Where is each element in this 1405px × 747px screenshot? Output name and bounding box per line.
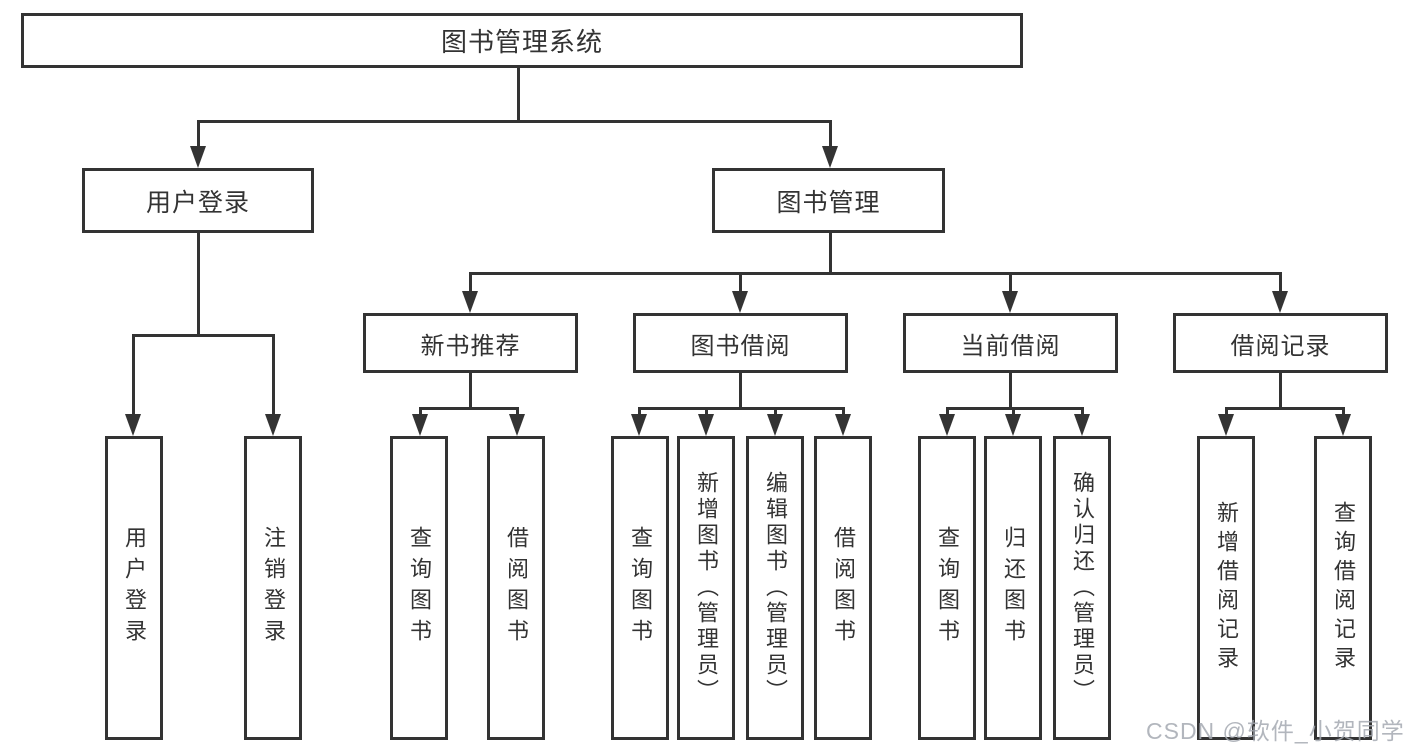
connector-to-leaf-borrow-books [842, 407, 845, 417]
connector-book-borrow-stub [739, 373, 742, 409]
csdn-watermark: CSDN @软件_小贺同学 [1146, 718, 1405, 744]
connector-new-book-stub [469, 373, 472, 409]
connector-borrow-records-hline [1225, 407, 1345, 410]
node-root-label: 图书管理系统 [440, 27, 603, 57]
arrow-to-leaf-query-record [1335, 414, 1351, 436]
arrow-to-leaf-confirm-return [1074, 414, 1090, 436]
connector-new-book-hline [419, 407, 519, 410]
connector-level2-hline [198, 120, 832, 123]
connector-level3-hline [470, 272, 1282, 275]
node-current-borrowing-label: 当前借阅 [960, 332, 1061, 360]
leaf-edit-book-admin: 编辑图书（管理员） [746, 436, 804, 740]
connector-book-management-stub [829, 233, 832, 274]
connector-current-borrow-stub [1009, 373, 1012, 409]
arrow-to-leaf-add-book [698, 414, 714, 436]
connector-to-user-login [197, 120, 200, 148]
arrow-to-borrow-records [1272, 291, 1288, 313]
leaf-borrow-books-recommend-label: 借阅图书 [504, 526, 529, 650]
leaf-confirm-return-admin-label: 确认归还（管理员） [1070, 471, 1095, 705]
leaf-borrow-books: 借阅图书 [814, 436, 872, 740]
connector-to-new-book-recommend [469, 272, 472, 294]
arrow-to-leaf-query-recommend [412, 414, 428, 436]
leaf-query-books-borrow: 查询图书 [611, 436, 669, 740]
leaf-query-borrow-record-label: 查询借阅记录 [1331, 501, 1356, 675]
arrow-to-book-management [822, 146, 838, 168]
leaf-borrow-books-recommend: 借阅图书 [487, 436, 545, 740]
arrow-to-user-login [190, 146, 206, 168]
leaf-return-books-label: 归还图书 [1001, 526, 1026, 650]
leaf-add-book-admin-label: 新增图书（管理员） [694, 471, 719, 705]
arrow-to-current-borrowing [1002, 291, 1018, 313]
connector-to-leaf-add-book [705, 407, 708, 417]
leaf-query-books-recommend-label: 查询图书 [407, 526, 432, 650]
connector-to-borrow-records [1279, 272, 1282, 294]
connector-to-book-management [829, 120, 832, 148]
arrow-to-book-borrowing [732, 291, 748, 313]
connector-user-login-stub [197, 233, 200, 337]
arrow-to-leaf-borrow-books [835, 414, 851, 436]
leaf-logout-label: 注销登录 [261, 526, 286, 650]
connector-to-book-borrowing [739, 272, 742, 294]
connector-to-leaf-query-current [946, 407, 949, 417]
leaf-query-books-current: 查询图书 [918, 436, 976, 740]
connector-to-current-borrowing [1009, 272, 1012, 294]
leaf-query-books-recommend: 查询图书 [390, 436, 448, 740]
connector-to-leaf-confirm-return [1081, 407, 1084, 417]
connector-borrow-records-stub [1279, 373, 1282, 409]
leaf-logout: 注销登录 [244, 436, 302, 740]
arrow-to-leaf-user-login [125, 414, 141, 436]
arrow-to-leaf-edit-book [767, 414, 783, 436]
node-user-login-label: 用户登录 [145, 188, 250, 217]
leaf-add-book-admin: 新增图书（管理员） [677, 436, 735, 740]
connector-to-leaf-borrow-recommend [516, 407, 519, 417]
connector-root-stub [517, 68, 520, 122]
connector-to-leaf-query-borrow [638, 407, 641, 417]
arrow-to-new-book-recommend [462, 291, 478, 313]
node-borrow-records: 借阅记录 [1173, 313, 1388, 373]
leaf-user-login: 用户登录 [105, 436, 163, 740]
node-book-borrowing: 图书借阅 [633, 313, 848, 373]
leaf-borrow-books-label: 借阅图书 [831, 526, 856, 650]
node-new-book-recommend-label: 新书推荐 [420, 332, 521, 360]
arrow-to-leaf-return-books [1005, 414, 1021, 436]
leaf-add-borrow-record-label: 新增借阅记录 [1214, 501, 1239, 675]
leaf-add-borrow-record: 新增借阅记录 [1197, 436, 1255, 740]
connector-to-leaf-user-login [132, 334, 135, 416]
node-borrow-records-label: 借阅记录 [1230, 332, 1331, 360]
leaf-query-books-current-label: 查询图书 [935, 526, 960, 650]
leaf-user-login-label: 用户登录 [122, 526, 147, 650]
arrow-to-leaf-query-borrow [631, 414, 647, 436]
node-current-borrowing: 当前借阅 [903, 313, 1118, 373]
connector-to-leaf-add-record [1225, 407, 1228, 417]
node-book-management-label: 图书管理 [776, 188, 881, 217]
leaf-query-borrow-record: 查询借阅记录 [1314, 436, 1372, 740]
connector-to-leaf-query-record [1342, 407, 1345, 417]
arrow-to-leaf-add-record [1218, 414, 1234, 436]
node-root: 图书管理系统 [21, 13, 1023, 68]
arrow-to-leaf-logout [265, 414, 281, 436]
node-book-borrowing-label: 图书借阅 [690, 332, 791, 360]
connector-to-leaf-logout [272, 334, 275, 416]
connector-current-borrow-hline [947, 407, 1083, 410]
node-new-book-recommend: 新书推荐 [363, 313, 578, 373]
node-book-management: 图书管理 [712, 168, 945, 233]
connector-to-leaf-query-recommend [419, 407, 422, 417]
leaf-confirm-return-admin: 确认归还（管理员） [1053, 436, 1111, 740]
leaf-edit-book-admin-label: 编辑图书（管理员） [763, 471, 788, 705]
leaf-query-books-borrow-label: 查询图书 [628, 526, 653, 650]
connector-to-leaf-edit-book [774, 407, 777, 417]
arrow-to-leaf-query-current [939, 414, 955, 436]
connector-book-borrow-hline [639, 407, 845, 410]
connector-user-login-hline [133, 334, 275, 337]
arrow-to-leaf-borrow-recommend [509, 414, 525, 436]
leaf-return-books: 归还图书 [984, 436, 1042, 740]
connector-to-leaf-return-books [1012, 407, 1015, 417]
node-user-login: 用户登录 [82, 168, 314, 233]
